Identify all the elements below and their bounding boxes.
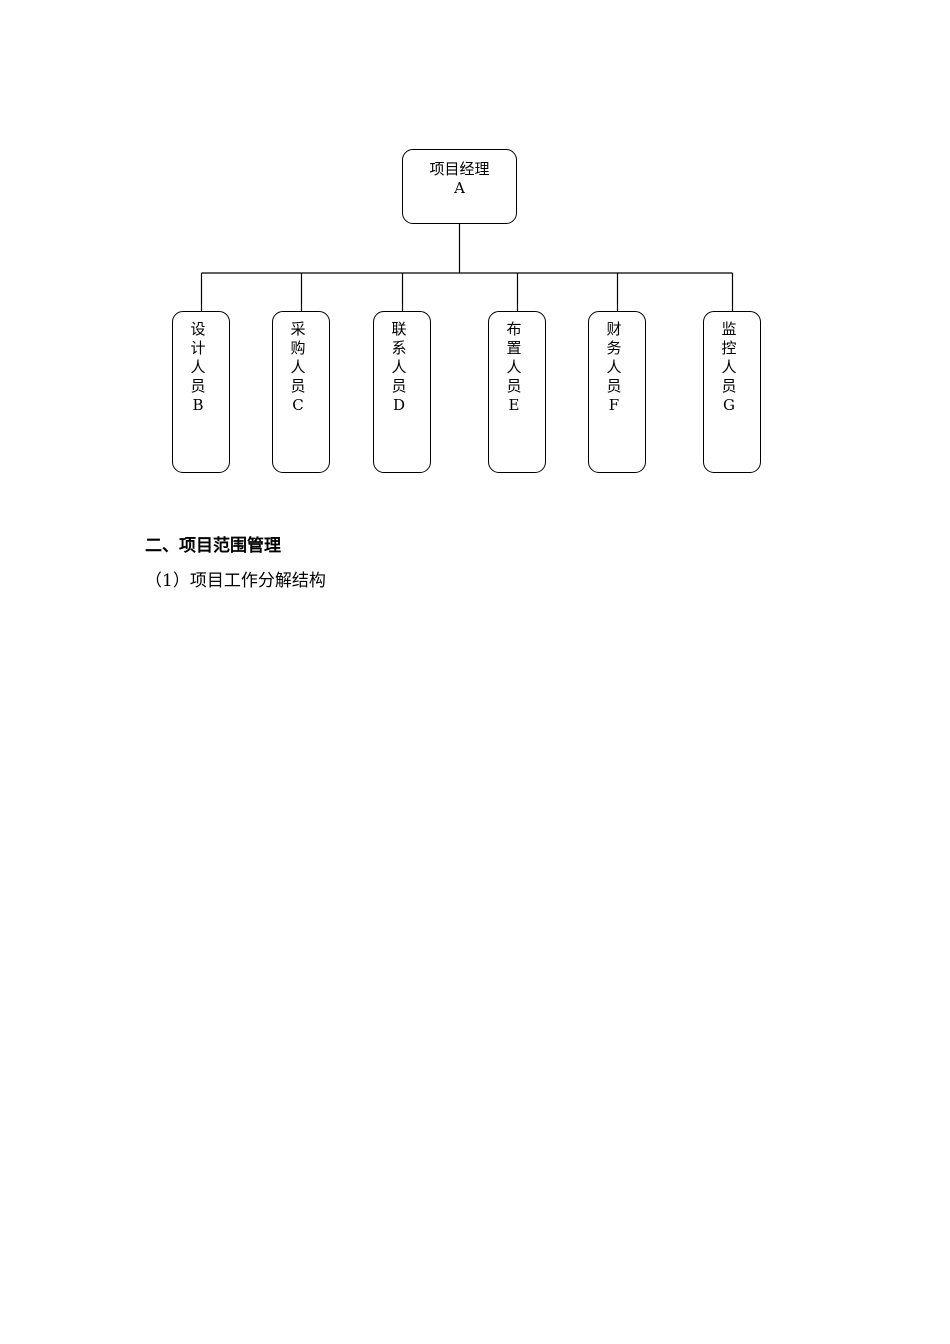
node-char: 人 — [721, 358, 737, 376]
node-code: G — [723, 396, 735, 414]
node-char: 系 — [391, 339, 407, 357]
node-char: 控 — [721, 339, 737, 357]
finance-staff-box: 财 务 人 员 F — [588, 311, 646, 473]
node-char: 联 — [391, 320, 407, 338]
purchaser-box: 采 购 人 员 C — [272, 311, 330, 473]
node-code: B — [192, 396, 204, 414]
node-char: 监 — [721, 320, 737, 338]
node-code: D — [392, 396, 406, 414]
node-char: 人 — [606, 358, 622, 376]
node-char: 务 — [606, 339, 622, 357]
node-char: 采 — [290, 320, 306, 338]
node-char: 人 — [391, 358, 407, 376]
node-char: 设 — [190, 320, 206, 338]
node-code: F — [608, 396, 620, 414]
node-char: 员 — [606, 377, 622, 395]
node-code: C — [292, 396, 304, 414]
node-char: 人 — [506, 358, 522, 376]
designer-box: 设 计 人 员 B — [172, 311, 230, 473]
monitor-staff-box: 监 控 人 员 G — [703, 311, 761, 473]
node-char: 人 — [190, 358, 206, 376]
node-char: 计 — [190, 339, 206, 357]
root-code: A — [454, 179, 465, 197]
node-char: 员 — [391, 377, 407, 395]
root-title: 项目经理 — [429, 160, 490, 178]
node-code: E — [508, 396, 520, 414]
node-char: 布 — [506, 320, 522, 338]
section-heading: 二、项目范围管理 — [145, 536, 281, 556]
node-char: 员 — [290, 377, 306, 395]
node-char: 购 — [290, 339, 306, 357]
layout-staff-box: 布 置 人 员 E — [488, 311, 546, 473]
node-char: 置 — [506, 339, 522, 357]
node-char: 员 — [190, 377, 206, 395]
liaison-box: 联 系 人 员 D — [373, 311, 431, 473]
subsection-heading: （1）项目工作分解结构 — [145, 571, 326, 591]
node-char: 人 — [290, 358, 306, 376]
org-chart: 项目经理 A 设 计 人 员 B 采 购 人 员 C 联 系 人 员 D — [0, 0, 950, 500]
node-char: 员 — [506, 377, 522, 395]
node-char: 员 — [721, 377, 737, 395]
project-manager-box: 项目经理 A — [402, 149, 517, 224]
connector-lines — [200, 224, 734, 311]
node-char: 财 — [606, 320, 622, 338]
